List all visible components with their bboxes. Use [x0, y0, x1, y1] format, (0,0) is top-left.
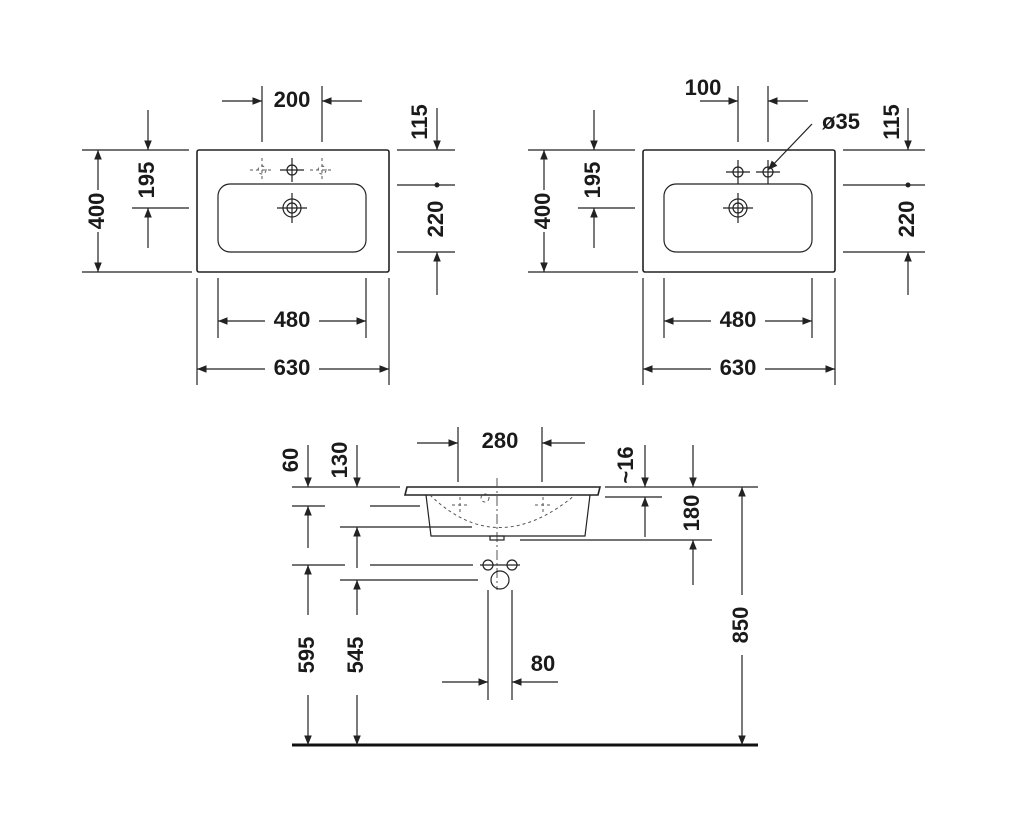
dim-width: 630 [274, 355, 311, 380]
dim-top-to-tap: 115 [879, 104, 904, 140]
dim-tap-spacing: 200 [274, 87, 311, 112]
dim-bowl-width: 480 [720, 307, 757, 332]
dim-depth: 400 [84, 193, 109, 230]
dim-drain-spacing: 80 [531, 651, 555, 676]
dim-rim: ~16 [613, 446, 638, 483]
dim-width: 630 [720, 355, 757, 380]
side-view: 60 130 595 545 280 ~16 180 850 80 [278, 427, 758, 747]
basin-outline [196, 149, 390, 273]
dim-130: 130 [327, 442, 352, 479]
dim-595: 595 [294, 637, 319, 674]
dim-bowl-depth: 220 [894, 201, 919, 238]
drain-icon [277, 193, 307, 223]
top-view-two-hole: 100 ø35 115 220 195 400 480 630 [528, 75, 925, 385]
bowl-profile [425, 494, 591, 537]
tap-hole-icons [726, 160, 780, 184]
dim-60: 60 [278, 448, 303, 472]
tap-hole-icons [250, 158, 334, 182]
dim-top-to-tap: 115 [407, 104, 432, 140]
wall-connection-icons [480, 559, 520, 590]
drain-icon [723, 193, 753, 223]
dim-total-height: 850 [728, 607, 753, 644]
dim-bowl-width: 480 [274, 307, 311, 332]
basin-outline [642, 149, 836, 273]
bowl-outline [217, 183, 367, 253]
dim-tap-to-bowl: 195 [134, 162, 159, 199]
dim-545: 545 [343, 637, 368, 674]
dim-tap-to-bowl: 195 [580, 162, 605, 199]
dim-depth: 400 [530, 193, 555, 230]
countertop-rim [403, 486, 602, 496]
dim-hole-diameter: ø35 [822, 109, 860, 134]
top-view-three-hole: 200 115 220 195 400 480 630 [82, 86, 455, 385]
dim-basin-height: 180 [679, 495, 704, 532]
bowl-inner-dashed [429, 494, 576, 528]
dim-bowl-depth: 220 [423, 201, 448, 238]
dim-tap-spacing: 100 [685, 75, 722, 100]
dim-bowl-span: 280 [482, 428, 519, 453]
